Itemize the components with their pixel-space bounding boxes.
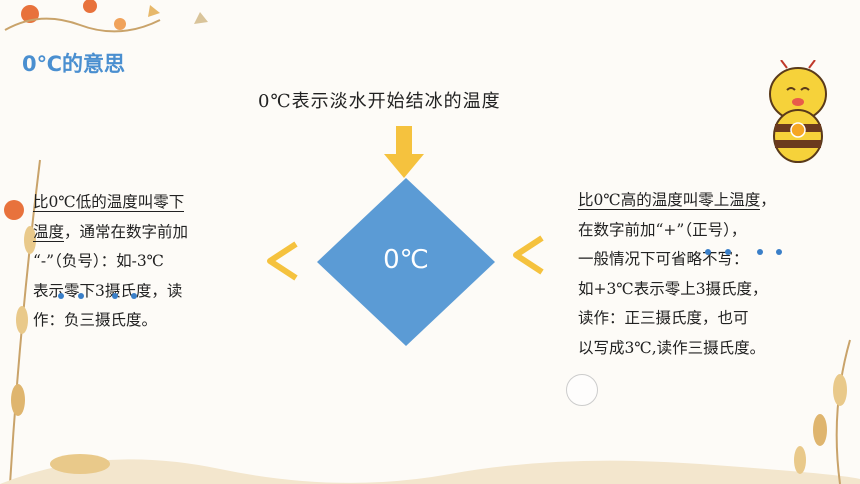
section-title: 0℃的意思 [22, 52, 126, 76]
left-line-3: “-”（负号）：如-3℃ [33, 252, 165, 270]
emphasis-dot [131, 293, 137, 299]
emphasis-dot [725, 249, 731, 255]
autumn-leaves-decoration [4, 0, 208, 33]
right-line-1: 比0℃高的温度叫零上温度 [578, 191, 761, 210]
right-line-4: 如+3℃表示零上3摄氏度， [578, 279, 768, 298]
emphasis-dot [58, 293, 64, 299]
emphasis-dot [776, 249, 782, 255]
bee-mascot-icon [769, 60, 827, 163]
left-line-2: 温度 [33, 222, 65, 242]
down-arrow-icon [384, 126, 424, 178]
slide-nav-button[interactable] [566, 374, 598, 406]
bottom-decoration [0, 454, 860, 484]
right-line-5: 读作：正三摄氏度，也可 [578, 309, 749, 327]
left-line-2-rest: ，通常在数字前加 [64, 222, 189, 241]
zero-degree-diamond [317, 178, 495, 346]
right-line-1-rest: ， [760, 191, 776, 209]
emphasis-dot [78, 293, 84, 299]
emphasis-dot [757, 249, 763, 255]
less-than-symbol-right [513, 235, 544, 275]
left-line-1: 比0℃低的温度叫零下 [33, 193, 185, 212]
headline: 0℃表示淡水开始结冰的温度 [258, 91, 501, 112]
left-line-5: 作：负三摄氏度。 [33, 311, 158, 329]
left-line-4: 表示零下3摄氏度，读 [33, 281, 183, 300]
right-line-2: 在数字前加“+”（正号）， [578, 220, 747, 239]
right-line-6: 以写成3℃,读作三摄氏度。 [578, 338, 766, 357]
wheat-decoration-right [794, 339, 851, 484]
less-than-symbol-left [267, 241, 298, 281]
below-zero-explanation: 比0℃低的温度叫零下 温度，通常在数字前加 “-”（负号）：如-3℃ 表示零下3… [33, 188, 257, 336]
wheat-decoration-left [4, 159, 41, 484]
emphasis-dot [705, 249, 711, 255]
emphasis-dot [112, 293, 118, 299]
above-zero-explanation: 比0℃高的温度叫零上温度， 在数字前加“+”（正号）， 一般情况下可省略不写： … [578, 186, 840, 363]
diamond-label: 0℃ [383, 245, 429, 275]
